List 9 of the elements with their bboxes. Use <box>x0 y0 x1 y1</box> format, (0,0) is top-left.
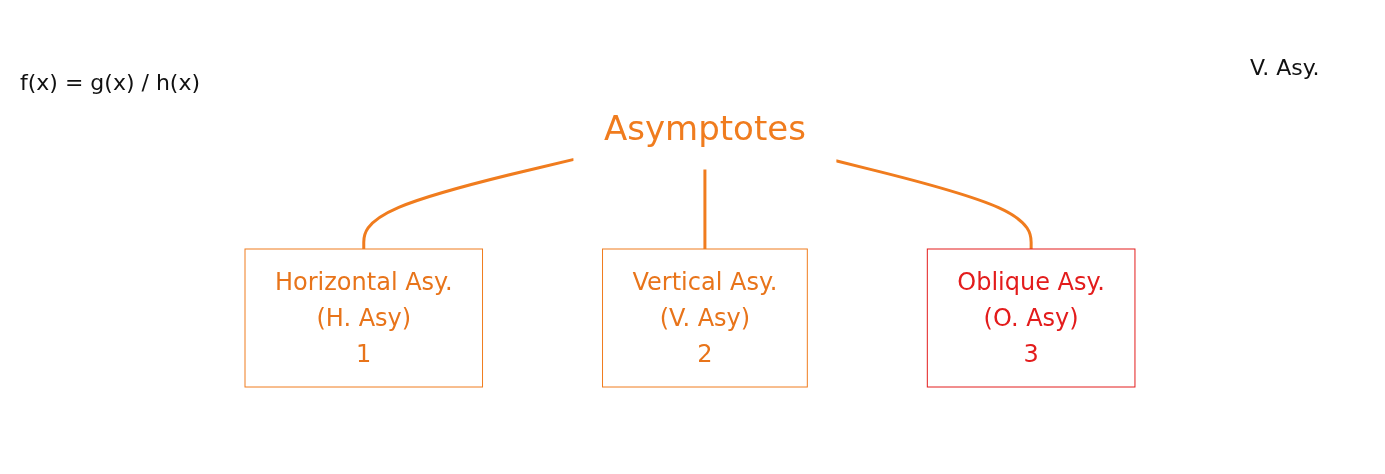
node-box: Horizontal Asy. (H. Asy) 1 <box>244 248 484 388</box>
note-text: V. Asy. <box>1250 55 1320 80</box>
formula-text: f(x) = g(x) / h(x) <box>20 70 201 95</box>
connector <box>362 157 575 249</box>
node-box: Vertical Asy. (V. Asy) 2 <box>602 248 808 388</box>
connector <box>703 169 707 249</box>
node-box: Oblique Asy. (O. Asy) 3 <box>926 248 1136 388</box>
node-text: Asymptotes <box>603 108 806 148</box>
connector <box>835 159 1033 249</box>
